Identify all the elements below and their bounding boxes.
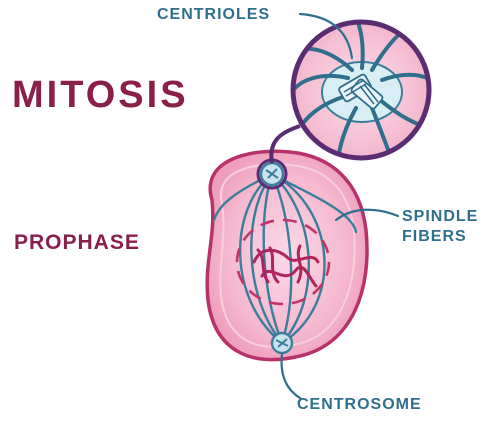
centrosome-bottom (272, 333, 292, 353)
centrosome-top (261, 163, 283, 185)
spindle-fibers-label-line1: SPINDLE (402, 207, 478, 227)
centriole-inset (292, 22, 432, 160)
centrosome-label: CENTROSOME (297, 396, 422, 414)
spindle-fibers-label-line2: FIBERS (402, 227, 478, 247)
phase-label: PROPHASE (14, 231, 140, 255)
centrioles-label: CENTRIOLES (157, 6, 270, 24)
spindle-fibers-label: SPINDLE FIBERS (402, 207, 478, 247)
diagram-title: MITOSIS (12, 74, 189, 117)
